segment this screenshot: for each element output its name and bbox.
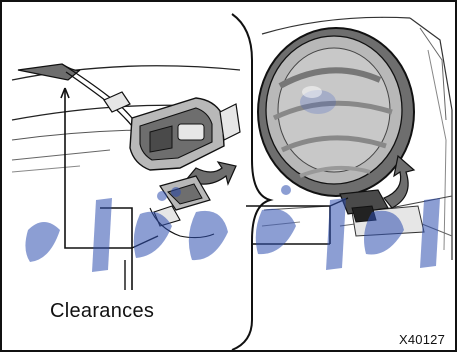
clearances-label: Clearances: [50, 300, 154, 323]
figure-code-label: X40127: [399, 332, 445, 347]
